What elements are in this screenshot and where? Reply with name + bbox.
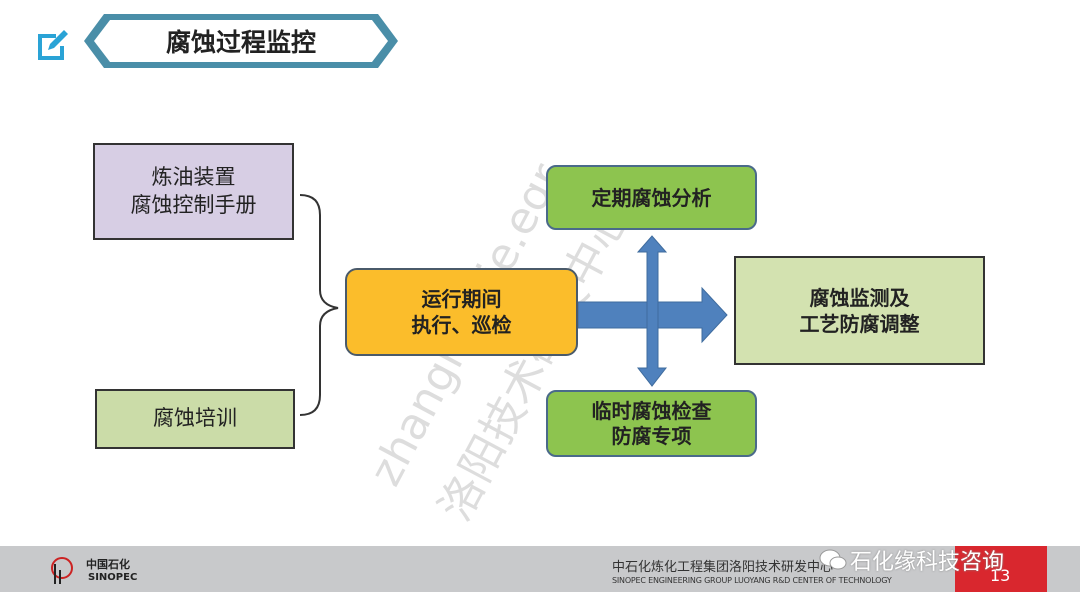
periodic-analysis-box: 定期腐蚀分析 bbox=[546, 165, 757, 230]
manual-line2: 腐蚀控制手册 bbox=[130, 192, 257, 217]
sinopec-logo-icon bbox=[51, 557, 73, 584]
training-box: 腐蚀培训 bbox=[95, 389, 295, 449]
edit-icon bbox=[38, 30, 68, 60]
monitoring-box: 腐蚀监测及工艺防腐调整 bbox=[734, 256, 985, 365]
temporary-line2: 防腐专项 bbox=[611, 423, 692, 448]
org-name-en: SINOPEC ENGINEERING GROUP LUOYANG R&D CE… bbox=[612, 576, 892, 585]
temporary-line1: 临时腐蚀检查 bbox=[591, 398, 712, 423]
monitoring-line1: 腐蚀监测及 bbox=[809, 285, 910, 310]
manual-box: 炼油装置腐蚀控制手册 bbox=[93, 143, 294, 240]
wechat-account: 石化缘科技咨询 bbox=[850, 550, 1005, 575]
periodic-label: 定期腐蚀分析 bbox=[591, 185, 712, 210]
training-label: 腐蚀培训 bbox=[153, 406, 237, 431]
logo-en: SINOPEC bbox=[88, 572, 138, 583]
arrow-updown bbox=[636, 235, 668, 387]
monitoring-line2: 工艺防腐调整 bbox=[799, 311, 920, 336]
logo-cn: 中国石化 bbox=[86, 558, 130, 571]
page-number: 13 bbox=[990, 566, 1011, 585]
operation-box: 运行期间执行、巡检 bbox=[345, 268, 578, 356]
temporary-inspection-box: 临时腐蚀检查防腐专项 bbox=[546, 390, 757, 457]
manual-line1: 炼油装置 bbox=[151, 165, 236, 190]
title-banner bbox=[84, 14, 398, 68]
page-title: 腐蚀过程监控 bbox=[165, 28, 316, 57]
red-corner bbox=[955, 546, 1047, 592]
footer-bar bbox=[0, 546, 1080, 592]
org-name-cn: 中石化炼化工程集团洛阳技术研发中心 bbox=[612, 560, 834, 575]
wechat-icon bbox=[819, 549, 847, 570]
brace bbox=[299, 194, 339, 416]
operation-line2: 执行、巡检 bbox=[411, 313, 512, 337]
operation-line1: 运行期间 bbox=[421, 287, 502, 311]
